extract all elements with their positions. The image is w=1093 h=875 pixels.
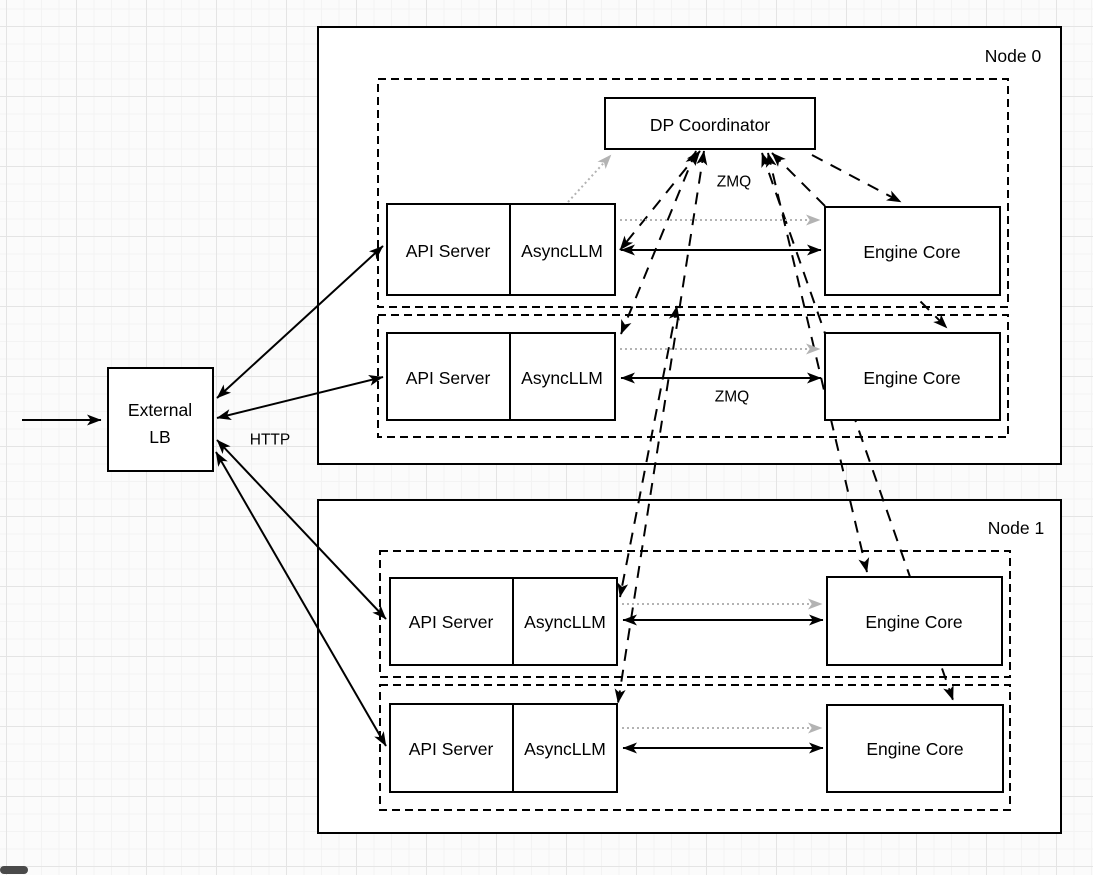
engine-core-label-1: Engine Core xyxy=(863,368,960,388)
api-server-label-0: API Server xyxy=(406,241,491,261)
scrollbar-notch[interactable] xyxy=(0,866,28,874)
zmq-row-label: ZMQ xyxy=(715,389,749,406)
asyncllm-label-0: AsyncLLM xyxy=(521,241,603,261)
dashed-arrow-coordinator-asyncllm3 xyxy=(614,150,708,704)
external-lb-label-line1: External xyxy=(128,400,192,420)
api-server-box-2 xyxy=(389,577,618,666)
engine-core-label-0: Engine Core xyxy=(863,242,960,262)
zmq-coordinator-label: ZMQ xyxy=(717,174,751,191)
arrow-lb-api3 xyxy=(215,451,387,747)
api-server-box-1 xyxy=(386,332,616,421)
external-lb-box xyxy=(107,367,214,472)
api-server-box-3 xyxy=(389,703,618,793)
dp-coordinator-box xyxy=(604,97,816,150)
engine-core-label-2: Engine Core xyxy=(865,612,962,632)
engine-core-box-2 xyxy=(826,576,1003,666)
api-server-box-0 xyxy=(386,203,616,296)
arrow-lb-api0 xyxy=(216,245,384,399)
asyncllm-label-3: AsyncLLM xyxy=(524,739,606,759)
dp-coordinator-label: DP Coordinator xyxy=(650,115,770,135)
engine-core-box-3 xyxy=(826,704,1004,793)
api-server-label-2: API Server xyxy=(409,612,494,632)
external-lb-label-line2: LB xyxy=(149,427,170,447)
node1-label: Node 1 xyxy=(988,518,1044,538)
asyncllm-label-1: AsyncLLM xyxy=(521,368,603,388)
node0-label: Node 0 xyxy=(985,46,1042,66)
engine-core-box-0 xyxy=(824,206,1001,296)
asyncllm-label-2: AsyncLLM xyxy=(524,612,606,632)
http-label: HTTP xyxy=(250,432,290,449)
dotted-arrow-asyncllm0-to-coordinator xyxy=(567,154,612,203)
api-server-label-3: API Server xyxy=(409,739,494,759)
engine-core-label-3: Engine Core xyxy=(866,739,963,759)
engine-core-box-1 xyxy=(824,332,1001,421)
api-server-label-1: API Server xyxy=(406,368,491,388)
arrow-lb-api1 xyxy=(216,375,384,420)
